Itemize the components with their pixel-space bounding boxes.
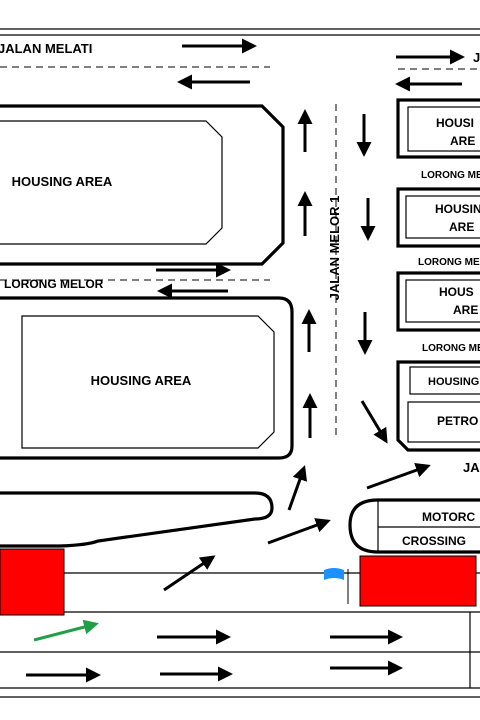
label-jalan-lower-right: JA <box>463 460 480 475</box>
blue-flag-icon <box>324 568 349 604</box>
arrow-diag-up <box>267 518 331 545</box>
arrow-green <box>33 619 99 642</box>
red-zone-left <box>0 548 65 616</box>
label-housing-r3a: HOUS <box>439 285 474 299</box>
red-zone-right <box>359 555 477 607</box>
block-rounded-island <box>0 491 274 548</box>
traffic-arrows <box>26 38 465 683</box>
label-housing-r1b: ARE <box>450 134 475 148</box>
block-r4-petrol <box>396 360 480 452</box>
label-crossing: CROSSING <box>402 534 466 548</box>
arrow-diag-up <box>287 465 308 511</box>
label-jalan-melati: JALAN MELATI <box>0 41 92 56</box>
label-housing-r2a: HOUSIN <box>435 202 480 216</box>
label-motorcycle: MOTORC <box>422 510 475 524</box>
label-petrol: PETRO <box>437 414 478 428</box>
label-housing-r2b: ARE <box>449 220 474 234</box>
block-housing-r3 <box>396 271 480 332</box>
block-motorcycle-crossing <box>348 498 480 554</box>
label-housing-left-bottom: HOUSING AREA <box>91 373 192 388</box>
label-lorong-melor-r3: LORONG ME <box>422 343 480 354</box>
label-housing-r1a: HOUSI <box>436 116 474 130</box>
arrow-diag-up <box>366 463 431 490</box>
label-jalan-melor-1: JALAN MELOR 1 <box>327 196 342 301</box>
label-lorong-melor-left: LORONG MELOR <box>4 277 104 291</box>
label-lorong-melor-r1: LORONG ME <box>421 170 480 181</box>
block-housing-left-bottom <box>0 296 294 460</box>
block-housing-r2 <box>396 187 480 248</box>
label-housing-left-top: HOUSING AREA <box>12 174 113 189</box>
label-jalan-melati-right: J <box>473 50 480 65</box>
road-edges <box>0 28 480 698</box>
label-housing-r4: HOUSING <box>428 376 479 388</box>
block-housing-r1 <box>396 98 480 159</box>
label-housing-r3b: ARE <box>453 303 478 317</box>
label-lorong-melor-r2: LORONG ME <box>418 257 480 268</box>
arrow-diag-down <box>360 400 388 444</box>
arrow-diag-up <box>163 555 216 592</box>
